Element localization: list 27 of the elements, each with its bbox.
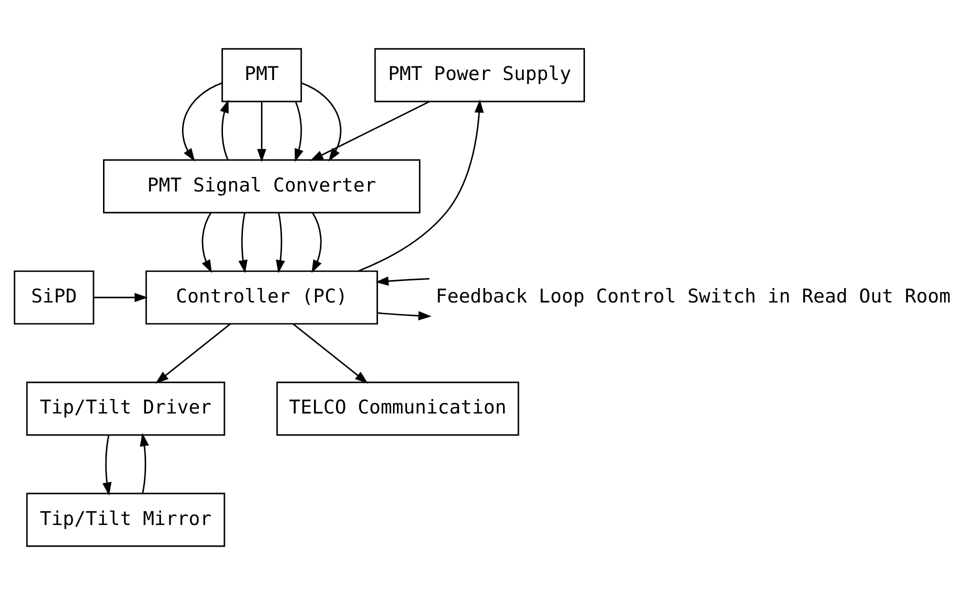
node-box: PMT	[222, 48, 302, 102]
arrow	[276, 212, 285, 273]
node-text: Feedback Loop Control Switch in Read Out Room	[436, 284, 951, 307]
arrow	[300, 82, 342, 161]
node-box: PMT Signal Converter	[103, 158, 420, 213]
node-box: Tip/Tilt Driver	[26, 381, 226, 436]
arrow	[155, 322, 231, 384]
arrow	[202, 212, 212, 273]
arrow	[238, 212, 248, 273]
arrow	[220, 99, 229, 160]
node-box: SiPD	[14, 270, 94, 324]
arrow	[375, 276, 430, 286]
arrow	[102, 434, 112, 496]
arrow	[358, 98, 484, 272]
arrow	[294, 100, 304, 162]
arrow	[182, 82, 222, 161]
node-box: Controller (PC)	[145, 270, 378, 324]
node-box: Tip/Tilt Mirror	[26, 492, 226, 546]
arrow	[312, 212, 322, 273]
arrow	[292, 322, 368, 384]
arrow	[378, 310, 432, 320]
node-box: PMT Power Supply	[374, 48, 585, 102]
node-box: TELCO Communication	[276, 381, 520, 436]
arrow	[310, 100, 430, 160]
arrow	[257, 101, 266, 162]
arrow	[94, 292, 148, 302]
arrow	[140, 432, 149, 494]
